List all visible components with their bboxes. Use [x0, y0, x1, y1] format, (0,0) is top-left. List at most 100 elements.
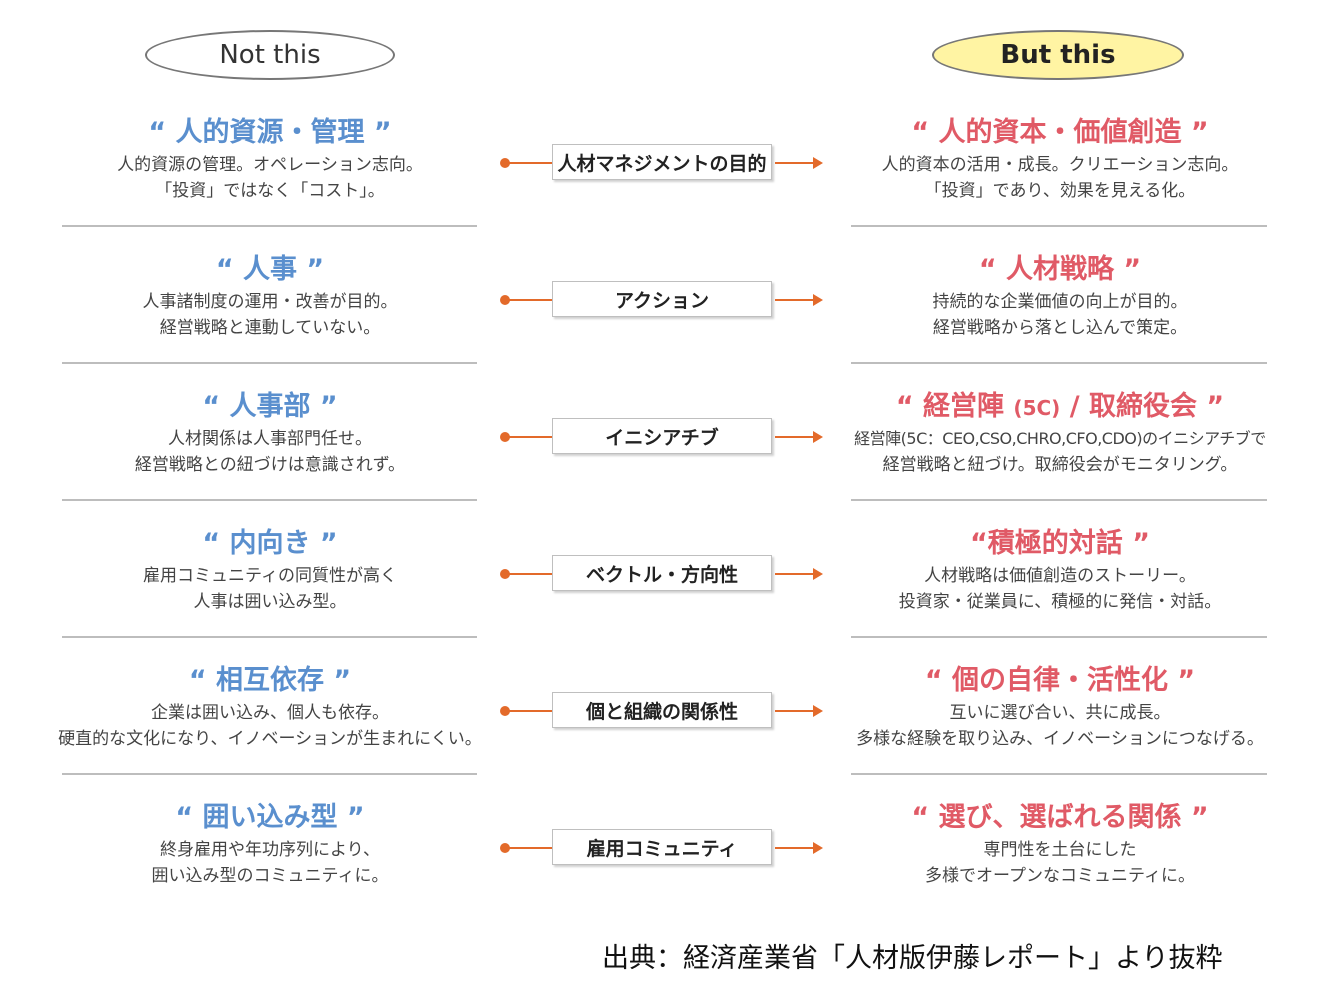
connector-line — [508, 573, 553, 575]
but-this-cell: “ 個の自律・活性化 ” 互いに選び合い、共に成長。 多様な経験を取り込み、イノ… — [845, 663, 1275, 751]
not-this-desc: 人事は囲い込み型。 — [193, 592, 347, 612]
but-this-desc: 経営戦略から落とし込んで策定。 — [932, 318, 1188, 338]
not-this-title: “ 囲い込み型 ” — [175, 802, 365, 833]
not-this-cell: “ 人事 ” 人事諸制度の運用・改善が目的。 経営戦略と連動していない。 — [55, 252, 485, 340]
not-this-desc: 硬直的な文化になり、イノベーションが生まれにくい。 — [58, 729, 482, 749]
category-connector: 人材マネジメントの目的 — [500, 144, 830, 184]
not-this-label: Not this — [219, 40, 321, 70]
not-this-desc: 人材関係は人事部門任せ。 — [168, 429, 372, 449]
connector-line — [508, 436, 553, 438]
but-this-desc: 多様な経験を取り込み、イノベーションにつなげる。 — [856, 729, 1264, 749]
comparison-row: “ 人的資源・管理 ” 人的資源の管理。オペレーション志向。 「投資」ではなく「… — [0, 115, 1336, 251]
not-this-cell: “ 囲い込み型 ” 終身雇用や年功序列により、 囲い込み型のコミュニティに。 — [55, 800, 485, 888]
but-this-title-part: (5C) — [1013, 396, 1061, 420]
comparison-row: “ 相互依存 ” 企業は囲い込み、個人も依存。 硬直的な文化になり、イノベーショ… — [0, 663, 1336, 799]
but-this-desc: 「投資」であり、効果を見える化。 — [924, 181, 1196, 201]
but-this-desc: 専門性を土台にした — [983, 840, 1137, 860]
category-connector: イニシアチブ — [500, 418, 830, 458]
not-this-desc: 企業は囲い込み、個人も依存。 — [151, 703, 389, 723]
not-this-title: “ 人的資源・管理 ” — [148, 117, 392, 148]
connector-line — [775, 436, 815, 438]
connector-line — [508, 710, 553, 712]
category-box: 個と組織の関係性 — [552, 692, 772, 728]
not-this-desc: 経営戦略との紐づけは意識されず。 — [134, 455, 406, 475]
not-this-cell: “ 人的資源・管理 ” 人的資源の管理。オペレーション志向。 「投資」ではなく「… — [55, 115, 485, 203]
but-this-desc: 持続的な企業価値の向上が目的。 — [932, 292, 1188, 312]
but-this-cell: “ 人材戦略 ” 持続的な企業価値の向上が目的。 経営戦略から落とし込んで策定。 — [845, 252, 1275, 340]
connector-line — [775, 710, 815, 712]
category-box: ベクトル・方向性 — [552, 555, 772, 591]
row-divider — [851, 773, 1267, 775]
connector-line — [508, 162, 553, 164]
not-this-title: “ 人事部 ” — [202, 391, 338, 422]
but-this-desc: 互いに選び合い、共に成長。 — [949, 703, 1171, 723]
connector-dot — [500, 569, 510, 579]
not-this-desc: 経営戦略と連動していない。 — [159, 318, 381, 338]
row-divider — [62, 499, 477, 501]
category-connector: 雇用コミュニティ — [500, 829, 830, 869]
comparison-row: “ 人事部 ” 人材関係は人事部門任せ。 経営戦略との紐づけは意識されず。 イニ… — [0, 389, 1336, 525]
connector-dot — [500, 706, 510, 716]
but-this-title: “ 個の自律・活性化 ” — [924, 665, 1196, 696]
but-this-desc: 人材戦略は価値創造のストーリー。 — [924, 566, 1196, 586]
connector-line — [775, 162, 815, 164]
but-this-desc: 多様でオープンなコミュニティに。 — [925, 866, 1195, 886]
not-this-desc: 人的資源の管理。オペレーション志向。 — [117, 155, 423, 175]
but-this-title: “ 経営陣 (5C) / 取締役会 ” — [830, 389, 1290, 425]
comparison-row: “ 囲い込み型 ” 終身雇用や年功序列により、 囲い込み型のコミュニティに。 雇… — [0, 800, 1336, 936]
not-this-cell: “ 内向き ” 雇用コミュニティの同質性が高く 人事は囲い込み型。 — [55, 526, 485, 614]
but-this-title: “積極的対話 ” — [970, 528, 1150, 559]
source-caption: 出典：経済産業省「人材版伊藤レポート」より抜粋 — [602, 943, 1223, 974]
but-this-cell: “ 人的資本・価値創造 ” 人的資本の活用・成長。クリエーション志向。 「投資」… — [845, 115, 1275, 203]
arrow-right-icon — [813, 842, 823, 854]
arrow-right-icon — [813, 294, 823, 306]
not-this-cell: “ 人事部 ” 人材関係は人事部門任せ。 経営戦略との紐づけは意識されず。 — [55, 389, 485, 477]
not-this-desc: 人事諸制度の運用・改善が目的。 — [142, 292, 398, 312]
not-this-desc: 「投資」ではなく「コスト」。 — [155, 181, 385, 201]
not-this-desc: 終身雇用や年功序列により、 — [160, 840, 380, 860]
but-this-cell: “積極的対話 ” 人材戦略は価値創造のストーリー。 投資家・従業員に、積極的に発… — [845, 526, 1275, 614]
row-divider — [851, 362, 1267, 364]
not-this-header: Not this — [145, 30, 395, 80]
comparison-row: “ 人事 ” 人事諸制度の運用・改善が目的。 経営戦略と連動していない。 アクシ… — [0, 252, 1336, 388]
but-this-cell: “ 経営陣 (5C) / 取締役会 ” 経営陣(5C：CEO,CSO,CHRO,… — [830, 389, 1290, 477]
row-divider — [851, 225, 1267, 227]
but-this-desc: 経営陣(5C：CEO,CSO,CHRO,CFO,CDO)のイニシアチブで — [854, 429, 1266, 448]
category-box: アクション — [552, 281, 772, 317]
row-divider — [851, 636, 1267, 638]
arrow-right-icon — [813, 705, 823, 717]
category-connector: アクション — [500, 281, 830, 321]
row-divider — [62, 636, 477, 638]
but-this-header: But this — [932, 30, 1184, 80]
not-this-title: “ 内向き ” — [202, 528, 338, 559]
row-divider — [62, 225, 477, 227]
but-this-title: “ 人的資本・価値創造 ” — [911, 117, 1209, 148]
connector-line — [775, 573, 815, 575]
but-this-title: “ 選び、選ばれる関係 ” — [911, 802, 1209, 833]
connector-dot — [500, 843, 510, 853]
row-divider — [62, 362, 477, 364]
not-this-desc: 囲い込み型のコミュニティに。 — [151, 866, 389, 886]
category-box: 人材マネジメントの目的 — [552, 144, 772, 180]
but-this-desc: 投資家・従業員に、積極的に発信・対話。 — [898, 592, 1222, 612]
category-box: イニシアチブ — [552, 418, 772, 454]
but-this-desc: 人的資本の活用・成長。クリエーション志向。 — [881, 155, 1239, 175]
connector-dot — [500, 295, 510, 305]
category-box: 雇用コミュニティ — [552, 829, 772, 865]
category-connector: 個と組織の関係性 — [500, 692, 830, 732]
not-this-cell: “ 相互依存 ” 企業は囲い込み、個人も依存。 硬直的な文化になり、イノベーショ… — [55, 663, 485, 751]
category-connector: ベクトル・方向性 — [500, 555, 830, 595]
arrow-right-icon — [813, 431, 823, 443]
but-this-title: “ 人材戦略 ” — [978, 254, 1142, 285]
but-this-cell: “ 選び、選ばれる関係 ” 専門性を土台にした 多様でオープンなコミュニティに。 — [845, 800, 1275, 888]
connector-line — [775, 299, 815, 301]
arrow-right-icon — [813, 568, 823, 580]
but-this-desc: 経営戦略と紐づけ。取締役会がモニタリング。 — [882, 455, 1238, 475]
connector-line — [508, 299, 553, 301]
row-divider — [851, 499, 1267, 501]
connector-dot — [500, 432, 510, 442]
not-this-desc: 雇用コミュニティの同質性が高く — [143, 566, 397, 586]
row-divider — [62, 773, 477, 775]
comparison-row: “ 内向き ” 雇用コミュニティの同質性が高く 人事は囲い込み型。 ベクトル・方… — [0, 526, 1336, 662]
connector-dot — [500, 158, 510, 168]
